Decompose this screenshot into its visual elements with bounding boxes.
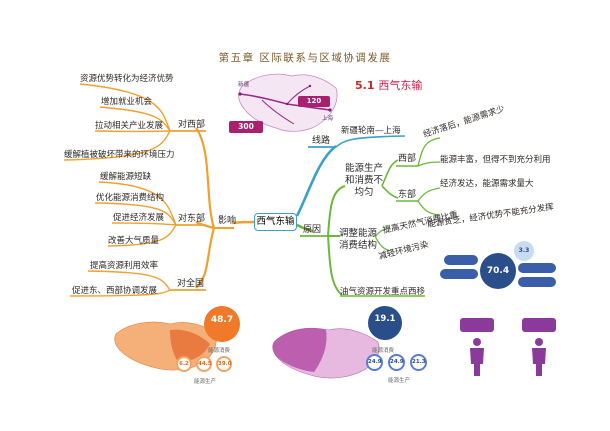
- reason-structure-label: 调整能源消费结构: [338, 228, 377, 251]
- person-icon-1: [470, 338, 484, 376]
- capacity-badge-120: 120: [298, 96, 330, 107]
- route-item: 新疆轮南—上海: [341, 126, 401, 136]
- section-number: 5.1: [355, 79, 375, 92]
- west-value-3: 21.3: [412, 359, 426, 365]
- west-bubble-main: 19.1: [368, 306, 402, 340]
- gas-infographic: 3.3 70.4: [440, 233, 560, 305]
- gas-bubble-main: 70.4: [480, 253, 516, 289]
- reason-label: 原因: [303, 225, 322, 235]
- east-bubble-1: 6.2: [176, 356, 192, 372]
- east-value-1: 6.2: [179, 361, 189, 367]
- link-center-impact: [231, 220, 255, 225]
- impact-whole-item-1: 提高资源利用效率: [90, 261, 159, 271]
- section-title: 5.1 西气东输: [355, 77, 422, 93]
- west-value-1: 24.9: [368, 359, 382, 365]
- gas-tag-2: [440, 269, 478, 279]
- east-bubble-2: 44.5: [196, 356, 212, 372]
- gas-tag-2-text: [440, 280, 442, 285]
- gas-bubble-small: 3.3: [514, 241, 534, 261]
- impact-east-item-1: 缓解能源短缺: [100, 172, 152, 182]
- gas-tag-4-text: [518, 288, 520, 293]
- person-icons: [470, 338, 546, 376]
- reason-production-label: 能源生产和消费不均匀: [344, 163, 383, 198]
- purple-infographic: [460, 318, 570, 388]
- link-center-route: [295, 144, 337, 217]
- east-main-value: 48.7: [210, 315, 234, 325]
- impact-east-item-2: 优化能源消费结构: [96, 193, 165, 203]
- map-label-2: 上海: [322, 116, 334, 122]
- west-produce-label: 能源生产: [388, 378, 411, 384]
- impact-label: 影响: [218, 216, 237, 226]
- capacity-badge-300-value: 300: [238, 122, 254, 131]
- east-bubble-main: 48.7: [204, 306, 240, 342]
- west-value-2: 24.9: [390, 359, 404, 365]
- impact-west-item-2: 增加就业机会: [101, 97, 153, 107]
- gas-tag-4: [518, 277, 556, 287]
- impact-east-item-3: 促进经济发展: [113, 213, 165, 223]
- gas-tag-3: [518, 263, 556, 273]
- chapter-title: 第五章 区际联系与区域协调发展: [218, 52, 392, 64]
- west-main-value: 19.1: [374, 314, 396, 324]
- reason-east-item-1: 经济发达，能源需求量大: [440, 179, 534, 189]
- east-value-3: 39.0: [218, 361, 232, 367]
- east-bubble-3: 39.0: [216, 356, 232, 372]
- east-energy-infographic: 48.7 能源消费 6.2 44.5 39.0 能源生产: [112, 300, 242, 395]
- map-label-1: 新疆: [238, 82, 250, 88]
- impact-whole-label: 对全国: [177, 279, 205, 289]
- purple-tag-1: [460, 318, 494, 332]
- gas-top-value: 3.3: [518, 247, 530, 254]
- capacity-badge-300: 300: [229, 121, 263, 133]
- west-bubble-3: 21.3: [410, 354, 427, 371]
- reason-west-item-2: 能源丰富，但得不到充分利用: [440, 155, 551, 165]
- west-energy-map: [272, 327, 380, 379]
- capacity-badge-120-value: 120: [306, 97, 322, 105]
- west-consume-label: 能源消费: [372, 348, 395, 354]
- impact-east-item-4: 改善大气质量: [108, 236, 160, 246]
- pipeline-map: 新疆 上海: [232, 66, 342, 138]
- route-label: 线路: [312, 136, 331, 146]
- west-bubble-2: 24.9: [388, 354, 405, 371]
- pipeline-map-graphic: [238, 73, 338, 132]
- gas-main-value: 70.4: [486, 266, 510, 276]
- impact-east-label: 对东部: [178, 214, 206, 224]
- link-impact-whole: [195, 227, 216, 289]
- person-icon-2: [532, 338, 546, 376]
- impact-west-item-1: 资源优势转化为经济优势: [80, 74, 174, 84]
- link-center-reason: [296, 223, 314, 233]
- impact-west-item-4: 缓解植被破坏带来的环境压力: [64, 150, 175, 160]
- purple-tag-2: [522, 318, 556, 332]
- impact-west-item-3: 拉动相关产业发展: [95, 121, 164, 131]
- center-node: 西气东输: [254, 213, 297, 231]
- west-bubble-1: 24.9: [366, 354, 383, 371]
- reason-production-west-label: 西部: [398, 154, 417, 164]
- impact-whole-item-2: 促进东、西部协调发展: [72, 286, 158, 296]
- gas-tag-1: [444, 255, 478, 265]
- east-produce-label: 能源生产: [194, 379, 217, 385]
- east-consume-label: 能源消费: [208, 348, 231, 354]
- reason-production-east-label: 东部: [398, 190, 417, 200]
- reason-development: 油气资源开发重点西移: [340, 287, 426, 297]
- link-impact-west: [195, 127, 216, 229]
- east-energy-map: [114, 321, 217, 371]
- west-energy-infographic: 19.1 能源消费 24.9 24.9 21.3 能源生产: [270, 306, 450, 396]
- section-name: 西气东输: [378, 79, 423, 92]
- impact-west-label: 对西部: [178, 120, 206, 130]
- east-value-2: 44.5: [198, 361, 212, 367]
